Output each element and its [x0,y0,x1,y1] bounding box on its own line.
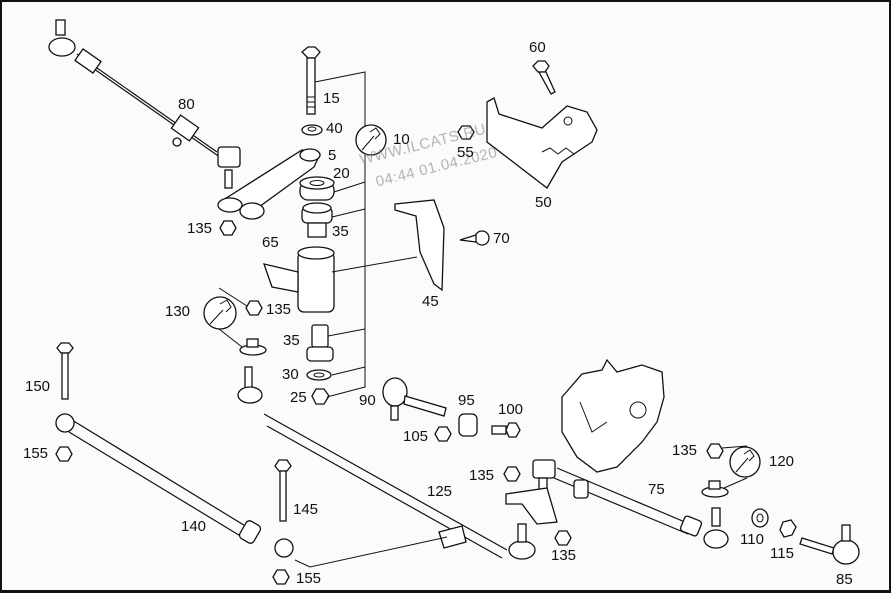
callout-55[interactable]: 55 [457,144,474,161]
callout-25[interactable]: 25 [290,389,307,406]
callout-100[interactable]: 100 [498,401,524,418]
leader-155 [294,536,448,568]
callout-105[interactable]: 105 [403,428,429,445]
washer-40[interactable] [301,124,323,136]
callout-35-upper[interactable]: 35 [332,223,349,240]
bushing-20[interactable] [299,176,335,201]
tie-rod-end-90[interactable] [382,377,447,421]
callout-150[interactable]: 150 [25,378,51,395]
callout-140[interactable]: 140 [181,518,207,535]
bushing-35-upper[interactable] [301,202,333,238]
nut-135-mid[interactable] [245,300,263,316]
callout-95[interactable]: 95 [458,392,475,409]
callout-45[interactable]: 45 [422,293,439,310]
bracket-45[interactable] [394,199,445,292]
nut-55[interactable] [457,125,475,140]
clamp-95[interactable] [458,413,478,437]
seal-cap-130[interactable] [239,338,267,356]
nut-115[interactable] [779,519,797,538]
callout-40[interactable]: 40 [326,120,343,137]
callout-135-e[interactable]: 135 [672,442,698,459]
tie-rod-140[interactable] [55,413,294,558]
drag-link-75[interactable] [532,459,729,549]
bolt-15[interactable] [301,46,321,115]
nut-155-lower[interactable] [272,569,290,585]
callout-125[interactable]: 125 [427,483,453,500]
tie-rod-80[interactable] [48,19,241,189]
wrench-icon-10 [355,124,387,156]
callout-135-c[interactable]: 135 [469,467,495,484]
wrench-icon-120 [721,445,761,489]
callout-65[interactable]: 65 [262,234,279,251]
callout-50[interactable]: 50 [535,194,552,211]
callout-30[interactable]: 30 [282,366,299,383]
callout-70[interactable]: 70 [493,230,510,247]
wrench-icon-130 [203,287,248,348]
callout-35-lower[interactable]: 35 [283,332,300,349]
steering-gear[interactable] [561,358,665,473]
callout-135-upper[interactable]: 135 [187,220,213,237]
bracket-65[interactable] [262,246,335,313]
callout-155-upper[interactable]: 155 [23,445,49,462]
bushing-110[interactable] [751,508,769,528]
callout-15[interactable]: 15 [323,90,340,107]
callout-90[interactable]: 90 [359,392,376,409]
screw-60[interactable] [532,60,556,95]
callout-135-d[interactable]: 135 [551,547,577,564]
callout-120[interactable]: 120 [769,453,795,470]
tie-rod-end-85[interactable] [799,524,860,565]
nut-155-upper[interactable] [55,446,73,462]
callout-20[interactable]: 20 [333,165,350,182]
seal-cap-120[interactable] [701,480,729,498]
bolt-100[interactable] [491,422,521,438]
callout-130[interactable]: 130 [165,303,191,320]
callout-110[interactable]: 110 [740,531,764,548]
callout-145[interactable]: 145 [293,501,319,518]
nut-135-d[interactable] [554,530,572,546]
shield-50[interactable] [486,97,598,189]
callout-115[interactable]: 115 [770,545,794,562]
screw-70[interactable] [459,230,490,246]
callout-10[interactable]: 10 [393,131,410,148]
callout-155-lower[interactable]: 155 [296,570,322,587]
nut-135-e[interactable] [706,443,724,459]
bushing-35-lower[interactable] [306,324,334,362]
bolt-150[interactable] [56,342,74,400]
callout-60[interactable]: 60 [529,39,546,56]
callout-75[interactable]: 75 [648,481,665,498]
nut-25[interactable] [311,388,330,405]
nut-135-upper[interactable] [219,220,237,236]
bolt-145[interactable] [274,459,292,522]
callout-135-mid[interactable]: 135 [266,301,292,318]
callout-80[interactable]: 80 [178,96,195,113]
idler-arm-5[interactable] [217,148,321,220]
callout-85[interactable]: 85 [836,571,853,588]
nut-135-c[interactable] [503,466,521,482]
callout-5[interactable]: 5 [328,147,337,164]
nut-105[interactable] [434,426,452,442]
pitman-bracket[interactable] [505,487,558,525]
washer-30[interactable] [306,369,332,381]
center-rod-125[interactable] [237,366,536,560]
